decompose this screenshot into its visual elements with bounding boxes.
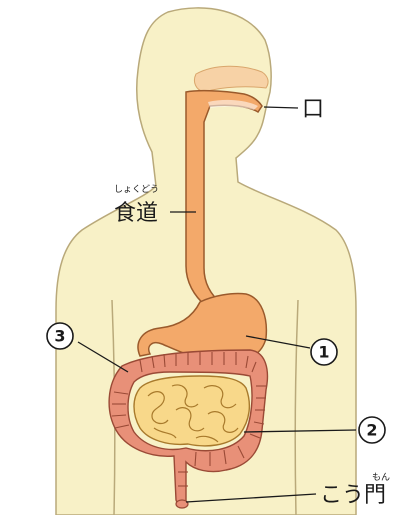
leader-mouth — [264, 107, 298, 108]
anus-tip — [176, 500, 188, 508]
label-esophagus-ruby: しょくどう — [114, 184, 159, 195]
number-2-text: 2 — [366, 421, 377, 440]
label-anus: こう門 — [320, 483, 386, 508]
number-1-text: 1 — [318, 343, 329, 362]
number-3-text: 3 — [54, 327, 65, 346]
label-anus-ruby: もん — [372, 472, 390, 483]
small-intestine — [134, 376, 249, 446]
label-mouth: 口 — [302, 97, 324, 122]
label-esophagus: 食道 — [114, 201, 158, 226]
